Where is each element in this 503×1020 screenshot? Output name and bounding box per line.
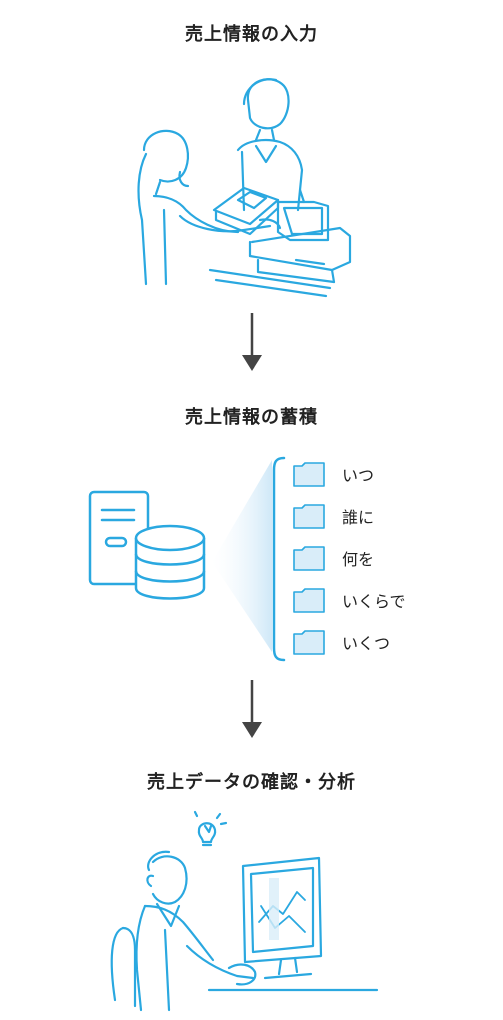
register-illustration	[137, 78, 352, 298]
folder-icon	[293, 630, 325, 655]
data-item-who: 誰に	[342, 508, 374, 527]
data-item-how-many: いくつ	[342, 634, 390, 653]
folder-icon	[293, 588, 325, 613]
down-arrow-1	[242, 313, 262, 371]
step-title-store: 売上情報の蓄積	[185, 407, 318, 428]
folder-icon	[293, 462, 325, 487]
data-item-when: いつ	[342, 466, 374, 485]
database-illustration: いつ 誰に 何を いくらで いくつ	[88, 456, 406, 662]
data-item-how-much: いくらで	[342, 592, 406, 611]
folder-icon	[293, 546, 325, 571]
analysis-illustration	[110, 810, 379, 1012]
step-title-input: 売上情報の入力	[185, 24, 318, 45]
step-title-analyze: 売上データの確認・分析	[147, 772, 356, 793]
data-item-what: 何を	[342, 550, 374, 569]
folder-icon	[293, 504, 325, 529]
down-arrow-2	[242, 680, 262, 738]
lightbulb-icon	[193, 810, 228, 847]
